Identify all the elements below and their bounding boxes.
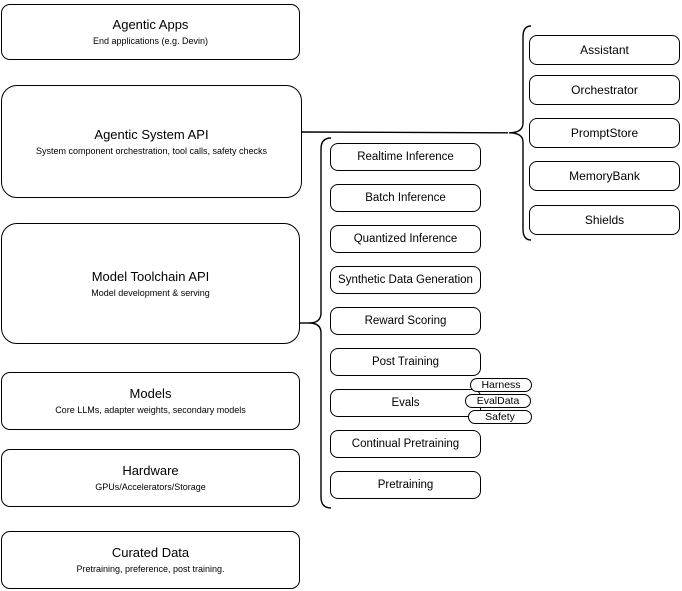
node-label: Orchestrator (571, 83, 638, 97)
node-agentic-apps: Agentic Apps End applications (e.g. Devi… (1, 4, 300, 60)
node-label: Evals (391, 397, 420, 409)
node-label: Realtime Inference (357, 151, 454, 163)
pill-label: Safety (485, 411, 515, 423)
node-subtitle: End applications (e.g. Devin) (92, 36, 209, 46)
node-batch-inference: Batch Inference (330, 184, 481, 212)
node-model-toolchain-api: Model Toolchain API Model development & … (1, 223, 300, 344)
node-label: MemoryBank (569, 169, 640, 183)
node-label: PromptStore (570, 126, 639, 140)
node-quantized-inference: Quantized Inference (330, 225, 481, 253)
node-hardware: Hardware GPUs/Accelerators/Storage (1, 449, 300, 507)
node-label: Batch Inference (365, 192, 446, 204)
node-reward-scoring: Reward Scoring (330, 307, 481, 335)
node-promptstore: PromptStore (529, 118, 680, 148)
node-evals: Evals (330, 389, 481, 417)
node-realtime-inference: Realtime Inference (330, 143, 481, 171)
node-subtitle: System component orchestration, tool cal… (35, 145, 268, 156)
node-agentic-system-api: Agentic System API System component orch… (1, 85, 302, 198)
node-label: Synthetic Data Generation (338, 274, 473, 286)
pill-label: Harness (481, 379, 521, 391)
brace-agentic-components (508, 25, 532, 241)
node-subtitle: Pretraining, preference, post training. (76, 564, 225, 574)
node-shields: Shields (529, 205, 680, 235)
node-synthetic-data-generation: Synthetic Data Generation (330, 266, 481, 294)
pill-label: EvalData (476, 395, 520, 407)
node-orchestrator: Orchestrator (529, 75, 680, 105)
node-label: Reward Scoring (364, 315, 447, 327)
node-title: Hardware (122, 463, 179, 478)
node-models: Models Core LLMs, adapter weights, secon… (1, 372, 300, 430)
node-subtitle: Model development & serving (91, 287, 210, 298)
node-label: Pretraining (377, 479, 434, 491)
node-label: Quantized Inference (353, 233, 458, 245)
node-assistant: Assistant (529, 35, 680, 65)
node-evals-tag-harness: Harness (470, 378, 532, 392)
node-title: Curated Data (111, 545, 190, 560)
node-title: Models (129, 386, 172, 401)
node-title: Agentic System API (94, 126, 209, 142)
node-subtitle: GPUs/Accelerators/Storage (95, 482, 206, 492)
node-label: Post Training (371, 356, 440, 368)
node-title: Agentic Apps (112, 17, 189, 32)
connector-agentic-system-to-components (301, 131, 509, 134)
node-label: Continual Pretraining (351, 438, 460, 450)
node-continual-pretraining: Continual Pretraining (330, 430, 481, 458)
node-label: Assistant (580, 43, 629, 57)
node-subtitle: Core LLMs, adapter weights, secondary mo… (55, 405, 246, 415)
node-title: Model Toolchain API (91, 268, 210, 284)
node-curated-data: Curated Data Pretraining, preference, po… (1, 531, 300, 589)
node-label: Shields (584, 213, 625, 227)
node-memorybank: MemoryBank (529, 161, 680, 191)
node-evals-tag-safety: Safety (468, 410, 532, 424)
node-post-training: Post Training (330, 348, 481, 376)
node-pretraining: Pretraining (330, 471, 481, 499)
node-evals-tag-evaldata: EvalData (465, 394, 531, 408)
brace-toolchain-group (308, 137, 332, 509)
